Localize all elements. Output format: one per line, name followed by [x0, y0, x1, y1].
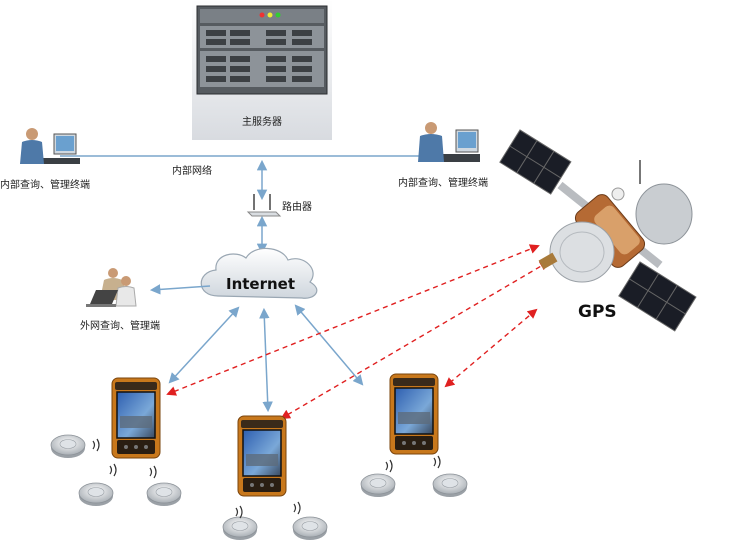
- workstation-icon: [20, 128, 80, 164]
- router-label: 路由器: [282, 202, 312, 213]
- rfid-tag-icon: [360, 473, 396, 498]
- rfid-tag-icon: [50, 434, 86, 459]
- rfid-tag-icon: [78, 482, 114, 507]
- rfid-tag-icon: [222, 516, 258, 541]
- server-rack-icon: [192, 0, 332, 140]
- handheld-device-icon: [237, 415, 287, 497]
- handheld-device-icon: [111, 377, 161, 459]
- rfid-tag-icon: [146, 482, 182, 507]
- rfid-tag-icon: [432, 473, 468, 498]
- satellite-icon: [499, 129, 697, 332]
- rfid-tag-icon: [292, 516, 328, 541]
- workstation-icon: [418, 122, 480, 162]
- router-icon: [246, 194, 282, 217]
- laptop-user-icon: [86, 268, 137, 307]
- internet-label: Internet: [226, 275, 296, 293]
- handheld-device-icon: [389, 373, 439, 455]
- server-label: 主服务器: [242, 117, 282, 128]
- internal-terminal-left-label: 内部查询、管理终端: [0, 180, 90, 191]
- gps-label: GPS: [578, 302, 617, 322]
- external-terminal-label: 外网查询、管理端: [80, 321, 160, 332]
- internal-network-label: 内部网络: [172, 166, 212, 177]
- internal-terminal-right-label: 内部查询、管理终端: [398, 178, 488, 189]
